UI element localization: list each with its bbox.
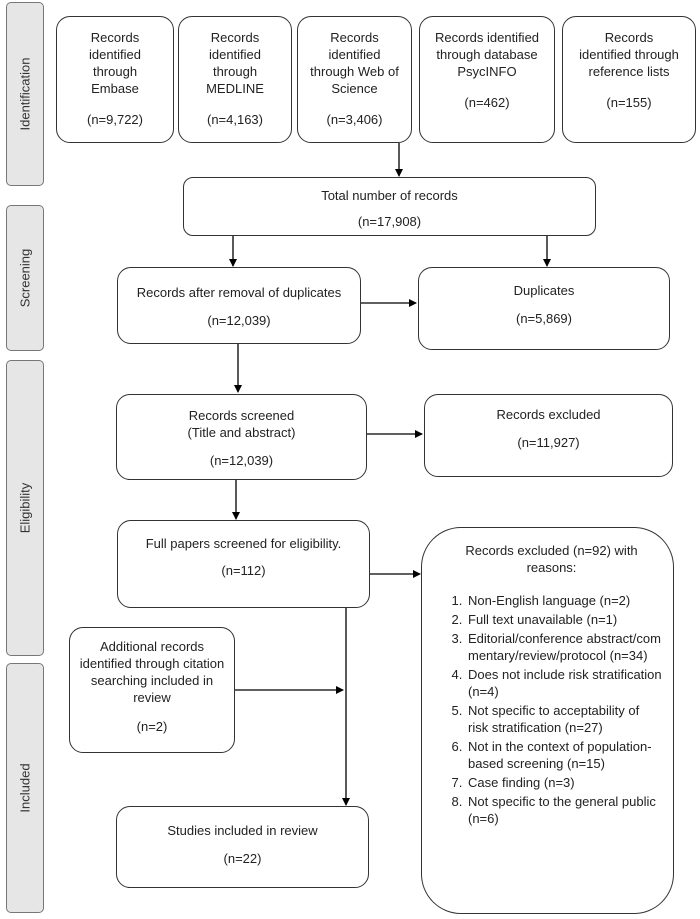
source-count: (n=462) — [464, 95, 510, 110]
exclusion-reason: Not specific to the general public (n=6) — [466, 793, 663, 827]
duplicates-count: (n=5,869) — [515, 311, 572, 326]
total-title: Total number of records — [321, 188, 458, 203]
full-papers-title: Full papers screened for eligibility. — [145, 536, 342, 551]
source-count: (n=4,163) — [206, 112, 263, 127]
source-embase-box: Records identified through Embase (n=9,7… — [56, 16, 174, 143]
excluded-title: Records excluded — [496, 407, 601, 422]
included-title: Studies included in review — [167, 823, 318, 838]
total-count: (n=17,908) — [357, 214, 422, 229]
excluded-count: (n=11,927) — [517, 435, 580, 450]
source-count: (n=9,722) — [86, 112, 143, 127]
after-duplicates-title: Records after removal of duplicates — [136, 285, 342, 300]
source-reference-lists-box: Records identified through reference lis… — [562, 16, 696, 143]
additional-count: (n=2) — [136, 719, 168, 734]
exclusion-reasons-list: Non-English language (n=2) Full text una… — [440, 592, 663, 827]
stage-eligibility: Eligibility — [6, 360, 44, 656]
source-title: Records identified through Embase — [88, 30, 142, 96]
full-papers-box: Full papers screened for eligibility. (n… — [117, 520, 370, 608]
source-title: Records identified through reference lis… — [579, 30, 679, 79]
exclusion-reason: Not in the context of population-based s… — [466, 738, 663, 772]
source-title: Records identified through database Psyc… — [434, 30, 540, 79]
stage-screening: Screening — [6, 205, 44, 351]
source-psycinfo-box: Records identified through database Psyc… — [419, 16, 555, 143]
after-duplicates-count: (n=12,039) — [207, 313, 271, 328]
source-title: Records identified through MEDLINE — [206, 30, 264, 96]
duplicates-title: Duplicates — [513, 283, 575, 298]
source-count: (n=155) — [606, 95, 652, 110]
screened-title: Records screened — [188, 408, 295, 423]
source-count: (n=3,406) — [326, 112, 383, 127]
exclusion-reason: Editorial/conference abstract/commentary… — [466, 630, 663, 664]
additional-title: Additional records identified through ci… — [79, 639, 225, 705]
stage-included: Included — [6, 663, 44, 913]
duplicates-box: Duplicates (n=5,869) — [418, 267, 670, 350]
exclusion-reason: Not specific to acceptability of risk st… — [466, 702, 663, 736]
exclusion-reason: Non-English language (n=2) — [466, 592, 663, 609]
exclusion-reasons-title: Records excluded (n=92) with reasons: — [465, 543, 638, 575]
additional-records-box: Additional records identified through ci… — [69, 627, 235, 753]
source-medline-box: Records identified through MEDLINE (n=4,… — [178, 16, 292, 143]
exclusion-reason: Case finding (n=3) — [466, 774, 663, 791]
stage-identification: Identification — [6, 2, 44, 186]
after-duplicates-box: Records after removal of duplicates (n=1… — [117, 267, 361, 344]
exclusion-reasons-box: Records excluded (n=92) with reasons: No… — [421, 527, 674, 914]
total-records-box: Total number of records (n=17,908) — [183, 177, 596, 236]
screened-subtitle: (Title and abstract) — [187, 425, 296, 440]
records-excluded-box: Records excluded (n=11,927) — [424, 394, 673, 477]
source-web-of-science-box: Records identified through Web of Scienc… — [297, 16, 412, 143]
exclusion-reason: Full text unavailable (n=1) — [466, 611, 663, 628]
screened-count: (n=12,039) — [209, 453, 274, 468]
exclusion-reason: Does not include risk stratification (n=… — [466, 666, 663, 700]
source-title: Records identified through Web of Scienc… — [310, 30, 399, 96]
full-papers-count: (n=112) — [221, 563, 266, 578]
included-count: (n=22) — [223, 851, 262, 866]
studies-included-box: Studies included in review (n=22) — [116, 806, 369, 888]
records-screened-box: Records screened (Title and abstract) (n… — [116, 394, 367, 480]
